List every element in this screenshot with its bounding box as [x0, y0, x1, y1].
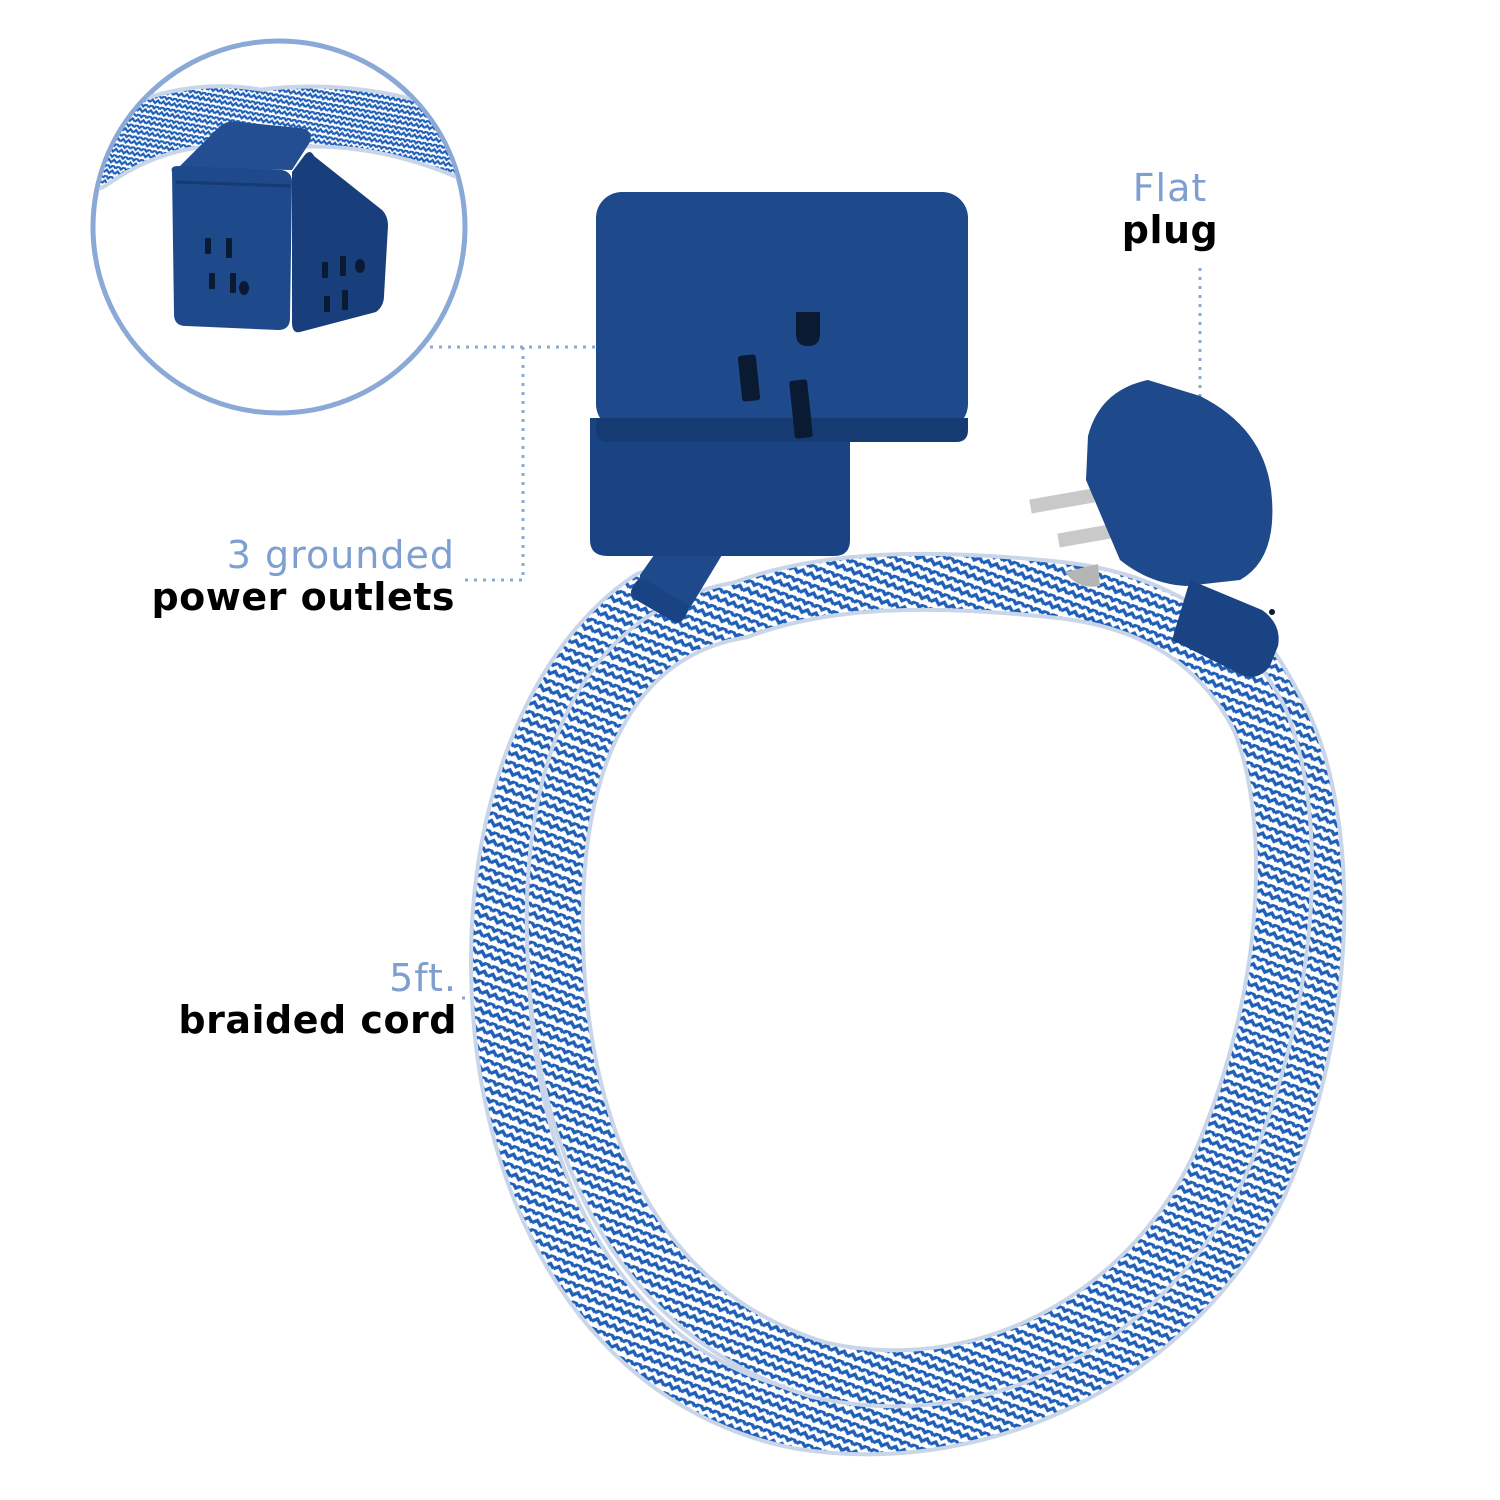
callout-outlets-light: 3 grounded [226, 533, 455, 577]
callout-flat-plug-bold: plug [1121, 207, 1219, 252]
inset-closeup [90, 38, 468, 416]
outlet-cube-main [590, 192, 968, 623]
callout-cord: 5ft. braided cord [100, 956, 457, 1042]
outlet-cube-icon [171, 121, 388, 333]
callout-outlets-bold: power outlets [151, 574, 455, 619]
callout-flat-plug-light: Flat [1132, 166, 1208, 210]
callout-outlets: 3 grounded power outlets [60, 533, 455, 619]
flat-plug-icon [1029, 380, 1279, 677]
callout-cord-light: 5ft. [389, 956, 457, 1000]
braided-cord-icon [468, 551, 1347, 1457]
callout-flat-plug: Flat plug [1080, 166, 1260, 252]
callout-cord-bold: braided cord [178, 997, 457, 1042]
